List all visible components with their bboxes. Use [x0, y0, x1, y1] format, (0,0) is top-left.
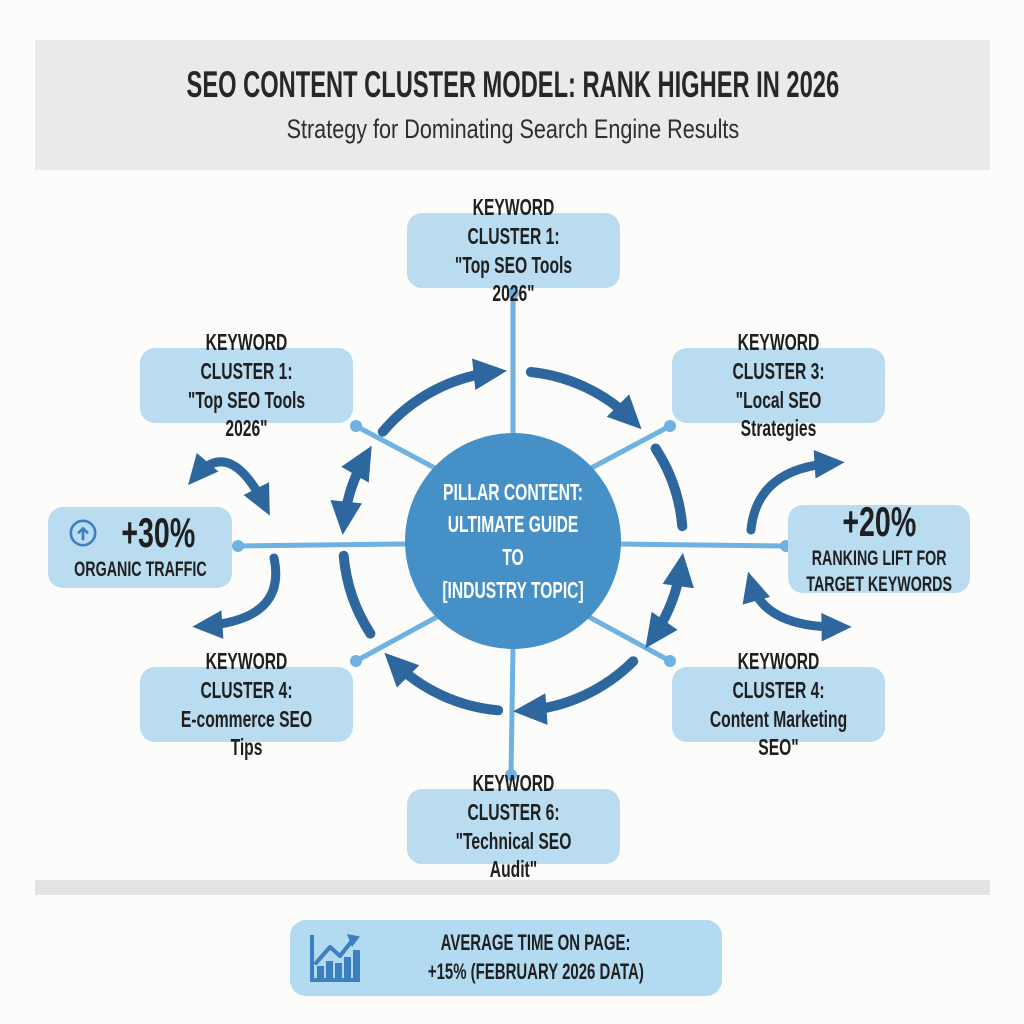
arc-arrow-top-right: [525, 367, 642, 430]
pillar-line-3: [INDUSTRY TOPIC]: [442, 576, 584, 603]
arc-right-upper: [650, 443, 688, 532]
stat-box-ranking-lift: +20% RANKING LIFT FOR TARGET KEYWORDS: [788, 501, 970, 596]
arrow-left-top-double: [188, 452, 270, 516]
page-subtitle: Strategy for Dominating Search Engine Re…: [230, 114, 796, 145]
stat-value: +20%: [825, 501, 934, 543]
stat-value: +30%: [121, 509, 195, 557]
stat-label-text: TARGET KEYWORDS: [806, 572, 952, 596]
footer-line-2-text: +15% (FEBRUARY 2026 DATA): [427, 959, 645, 984]
cluster-text: KEYWORD CLUSTER 6: "Technical SEO Audit": [441, 769, 586, 884]
dot-upper-right: [664, 420, 676, 432]
cluster-box-top: KEYWORD CLUSTER 1: "Top SEO Tools 2026": [407, 194, 620, 306]
cluster-title: KEYWORD CLUSTER 4:: [200, 648, 293, 703]
cluster-box-lower-left: KEYWORD CLUSTER 4: E-commerce SEO Tips: [140, 648, 353, 760]
cluster-title: KEYWORD CLUSTER 1:: [200, 329, 293, 384]
stat-label-line-1: RANKING LIFT FOR: [780, 546, 978, 571]
cluster-title: KEYWORD CLUSTER 3:: [732, 329, 825, 384]
section-divider: [35, 880, 990, 895]
stat-label: ORGANIC TRAFFIC: [43, 557, 238, 582]
cluster-title: KEYWORD CLUSTER 4:: [732, 648, 825, 703]
cluster-box-bottom: KEYWORD CLUSTER 6: "Technical SEO Audit": [407, 770, 620, 882]
cluster-subtitle: E-commerce SEO Tips: [180, 705, 313, 761]
spoke-right: [616, 541, 789, 549]
cluster-subtitle: "Top SEO Tools 2026": [187, 386, 306, 442]
stat-label-text: ORGANIC TRAFFIC: [73, 558, 207, 582]
spoke-lower-right: [577, 609, 673, 664]
footer-line-2: +15% (FEBRUARY 2026 DATA): [364, 958, 708, 987]
spoke-bottom: [508, 645, 516, 778]
cluster-text: KEYWORD CLUSTER 1: "Top SEO Tools 2026": [174, 328, 319, 443]
arc-arrow-left-double: [330, 445, 372, 536]
bar-chart-bars: [317, 950, 360, 978]
stat-label-text: RANKING LIFT FOR: [811, 547, 947, 571]
dot-lower-left: [350, 655, 362, 667]
page-title-text: SEO CONTENT CLUSTER MODEL: RANK HIGHER I…: [186, 64, 839, 106]
dot-left: [232, 540, 244, 552]
cluster-subtitle: "Local SEO Strategies: [735, 386, 822, 442]
arc-arrow-top-left: [377, 358, 508, 437]
footer-line-1: AVERAGE TIME ON PAGE:: [364, 929, 708, 958]
stat-box-organic-traffic: +30% ORGANIC TRAFFIC: [48, 507, 232, 588]
footer-metric-text: AVERAGE TIME ON PAGE: +15% (FEBRUARY 202…: [364, 929, 708, 986]
cluster-text: KEYWORD CLUSTER 3: "Local SEO Strategies: [706, 328, 851, 443]
spoke-lower-left: [353, 609, 449, 664]
header-band: SEO CONTENT CLUSTER MODEL: RANK HIGHER I…: [35, 40, 990, 170]
arc-arrow-right-double: [645, 552, 694, 649]
dot-lower-right: [664, 655, 676, 667]
spoke-left: [235, 541, 410, 549]
pillar-line-2: ULTIMATE GUIDE TO: [447, 511, 579, 570]
dot-upper-left: [350, 420, 362, 432]
page-subtitle-text: Strategy for Dominating Search Engine Re…: [286, 113, 739, 144]
spoke-upper-left: [353, 423, 449, 477]
stat-label-line-2: TARGET KEYWORDS: [772, 572, 986, 597]
footer-line-1-text: AVERAGE TIME ON PAGE:: [441, 930, 631, 956]
pillar-text: PILLAR CONTENT: ULTIMATE GUIDE TO [INDUS…: [440, 476, 587, 607]
pillar-circle: PILLAR CONTENT: ULTIMATE GUIDE TO [INDUS…: [405, 433, 621, 649]
cluster-box-upper-left: KEYWORD CLUSTER 1: "Top SEO Tools 2026": [140, 329, 353, 441]
arc-left-lower: [338, 550, 376, 639]
spoke-upper-right: [577, 423, 673, 477]
cluster-box-upper-right: KEYWORD CLUSTER 3: "Local SEO Strategies: [672, 329, 885, 441]
arrow-up-circle-icon: [68, 518, 98, 548]
cluster-subtitle: "Top SEO Tools 2026": [454, 251, 573, 307]
page-title: SEO CONTENT CLUSTER MODEL: RANK HIGHER I…: [3, 64, 1023, 106]
cluster-text: KEYWORD CLUSTER 1: "Top SEO Tools 2026": [441, 193, 586, 308]
stat-value-row: +30%: [68, 512, 213, 554]
cluster-box-lower-right: KEYWORD CLUSTER 4: Content Marketing SEO…: [672, 648, 885, 760]
cluster-subtitle: Content Marketing SEO": [709, 705, 848, 761]
stat-value-text: +20%: [842, 498, 916, 546]
arc-arrow-bottom: [513, 656, 639, 725]
footer-metric-bar: AVERAGE TIME ON PAGE: +15% (FEBRUARY 202…: [290, 920, 722, 996]
cluster-subtitle: "Technical SEO Audit": [455, 827, 572, 883]
cluster-text: KEYWORD CLUSTER 4: E-commerce SEO Tips: [174, 647, 319, 762]
cluster-title: KEYWORD CLUSTER 6:: [467, 770, 560, 825]
pillar-line-1: PILLAR CONTENT:: [443, 478, 583, 505]
bar-chart-trend-icon: [304, 930, 364, 986]
cluster-text: KEYWORD CLUSTER 4: Content Marketing SEO…: [706, 647, 851, 762]
arc-arrow-bottom-left: [384, 652, 504, 716]
cluster-title: KEYWORD CLUSTER 1:: [467, 194, 560, 249]
